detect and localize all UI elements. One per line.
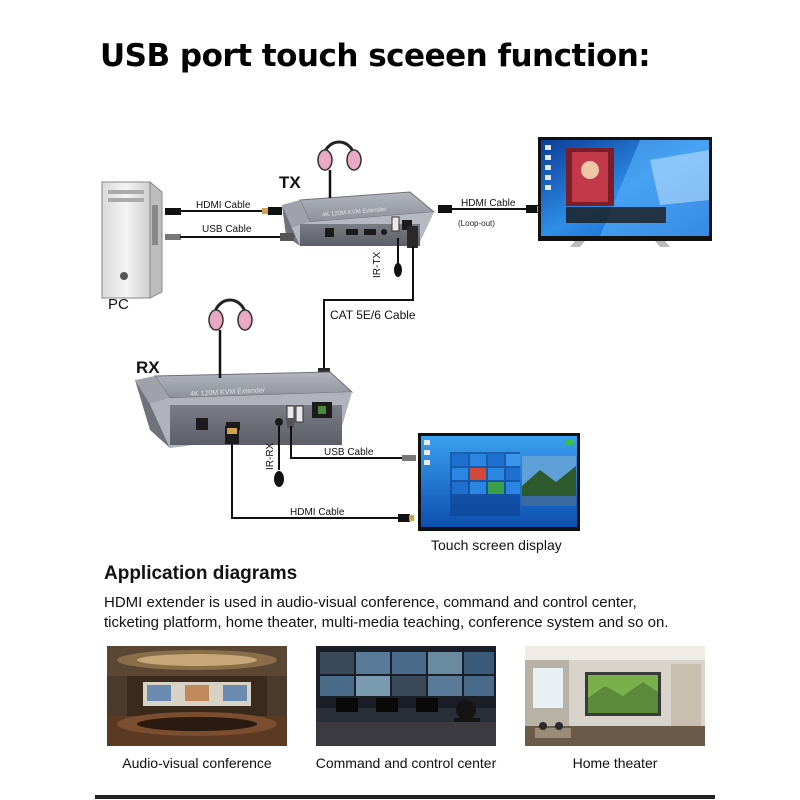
photo-command-control-center <box>316 646 496 746</box>
tx-hdmi-in-label: HDMI Cable <box>196 200 251 211</box>
rx-box-print: 4K 120M KVM Extender <box>190 387 266 398</box>
connection-diagram: PC 4K 120M KVM Extender TX <box>101 137 712 553</box>
tx-hdmi-in-port <box>346 229 358 235</box>
ir-tx-sensor <box>394 238 402 277</box>
application-description: HDMI extender is used in audio-visual co… <box>104 593 704 633</box>
photo-home-theater <box>525 646 705 746</box>
page-title: USB port touch sceeen function: <box>100 38 651 74</box>
tx-hdmi-out-port <box>364 229 376 235</box>
loop-out-label: (Loop-out) <box>458 219 495 228</box>
rx-usb-label: USB Cable <box>324 447 374 458</box>
tx-usb-port <box>391 216 400 232</box>
tx-usb-label: USB Cable <box>202 224 252 235</box>
tx-hdmi-out-label: HDMI Cable <box>461 198 516 209</box>
cat-cable-label: CAT 5E/6 Cable <box>330 308 416 322</box>
caption-home-theater: Home theater <box>572 755 658 771</box>
pc-tower <box>101 180 163 299</box>
ir-rx-sensor <box>274 426 284 487</box>
rx-label: RX <box>136 358 160 377</box>
caption-audio-visual-conference: Audio-visual conference <box>122 755 272 771</box>
description-line: ticketing platform, home theater, multi-… <box>104 614 669 631</box>
usb-cable-rx-to-display <box>287 418 416 461</box>
rx-usb-port-2 <box>295 405 304 423</box>
pc-label: PC <box>108 296 129 313</box>
rx-extender-box: 4K 120M KVM Extender <box>135 371 354 448</box>
tx-label: TX <box>279 173 301 192</box>
tv-monitor <box>538 137 712 247</box>
application-heading: Application diagrams <box>104 563 298 584</box>
hdmi-cable-rx-to-display <box>225 426 414 522</box>
caption-command-control-center: Command and control center <box>315 755 497 771</box>
ir-rx-label: IR-RX <box>265 442 276 470</box>
divider <box>95 795 715 799</box>
rx-hdmi-label: HDMI Cable <box>290 507 345 518</box>
ir-tx-label: IR-TX <box>372 252 383 278</box>
hdmi-cable-pc-to-tx <box>165 207 282 215</box>
touch-display-label: Touch screen display <box>431 537 562 553</box>
tx-box-print: 4K 120M KVM Extender <box>322 207 387 219</box>
rx-dc-port <box>196 418 208 430</box>
touch-screen-display <box>418 433 580 531</box>
headphone-icon <box>317 140 362 198</box>
tx-extender-box: 4K 120M KVM Extender <box>282 191 436 246</box>
usb-cable-pc-to-tx <box>165 233 294 241</box>
description-line: HDMI extender is used in audio-visual co… <box>104 594 637 611</box>
headphone-icon <box>208 298 253 378</box>
tx-dc-port <box>325 228 334 237</box>
photo-audio-visual-conference <box>107 646 287 746</box>
